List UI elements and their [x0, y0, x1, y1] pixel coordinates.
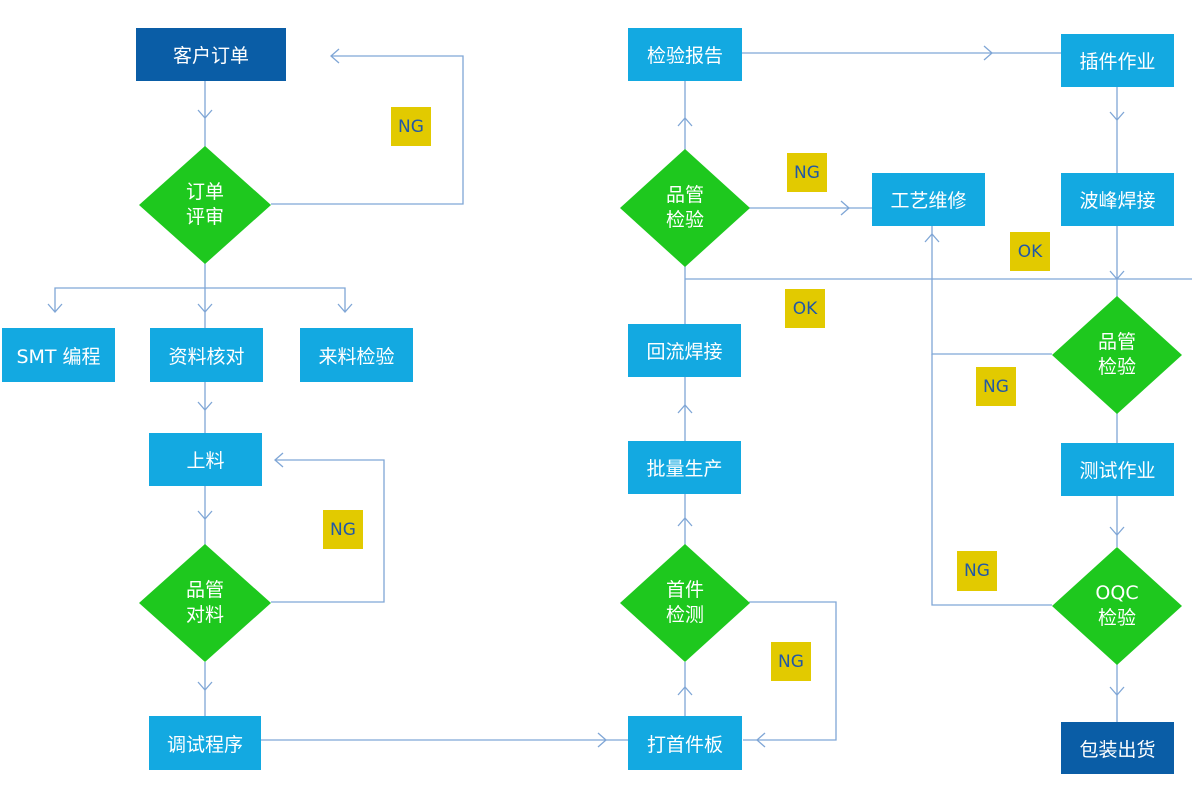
tag-ng-oqc: NG	[957, 551, 997, 591]
tag-ng-qc2: NG	[976, 367, 1016, 406]
diamond-shape	[1052, 547, 1182, 665]
arrowhead	[677, 517, 693, 527]
decision-qc-material-check: 品管 对料	[139, 544, 271, 662]
tag-ng-material-check: NG	[323, 510, 363, 549]
decision-label: 品管 检验	[1097, 331, 1136, 378]
node-loading: 上料	[149, 433, 262, 486]
diamond-shape	[620, 544, 750, 662]
arrowhead	[677, 117, 693, 127]
node-process-repair: 工艺维修	[872, 173, 985, 226]
decision-label: 品管 检验	[665, 184, 704, 231]
node-packing-shipping: 包装出货	[1061, 722, 1174, 774]
arrowhead	[337, 303, 353, 313]
arrowhead	[197, 401, 213, 411]
arrowhead	[1109, 686, 1125, 696]
decision-label: 订单 评审	[185, 181, 224, 228]
connector	[743, 601, 837, 741]
node-testing: 测试作业	[1061, 443, 1174, 496]
decision-label: 首件 检测	[665, 579, 704, 626]
node-first-board: 打首件板	[628, 716, 742, 770]
arrowhead	[924, 233, 940, 243]
arrowhead	[1109, 111, 1125, 121]
arrowhead	[597, 732, 607, 748]
decision-order-review: 订单 评审	[139, 146, 271, 264]
arrowhead	[197, 109, 213, 119]
arrowhead	[47, 303, 63, 313]
node-customer-order: 客户订单	[136, 28, 286, 81]
tag-ok-wave: OK	[1010, 232, 1050, 271]
connector	[931, 354, 1052, 606]
arrowhead	[197, 303, 213, 313]
diamond-shape	[139, 146, 271, 264]
decision-label: 品管 对料	[185, 579, 224, 626]
arrowhead	[330, 48, 340, 64]
decision-qc-inspection-2: 品管 检验	[1052, 296, 1182, 414]
node-smt-programming: SMT 编程	[2, 328, 115, 382]
node-inspection-report: 检验报告	[628, 28, 742, 81]
tag-ng-order-review: NG	[391, 107, 431, 146]
arrowhead	[197, 681, 213, 691]
node-data-check: 资料核对	[150, 328, 263, 382]
arrowhead	[983, 45, 993, 61]
arrowhead	[677, 404, 693, 414]
diamond-shape	[139, 544, 271, 662]
decision-qc-inspection-1: 品管 检验	[620, 149, 750, 267]
connector	[271, 55, 464, 205]
diamond-shape	[1052, 296, 1182, 414]
node-debug-program: 调试程序	[149, 716, 261, 770]
arrowhead	[840, 200, 850, 216]
node-insertion: 插件作业	[1061, 34, 1174, 87]
decision-first-article-test: 首件 检测	[620, 544, 750, 662]
node-mass-production: 批量生产	[628, 441, 741, 494]
decision-label: OQC 检验	[1095, 582, 1139, 629]
node-incoming-inspection: 来料检验	[300, 328, 413, 382]
node-wave-soldering: 波峰焊接	[1061, 173, 1174, 226]
decision-oqc-inspection: OQC 检验	[1052, 547, 1182, 665]
arrowhead	[677, 686, 693, 696]
connector	[54, 287, 346, 312]
arrowhead	[197, 510, 213, 520]
arrowhead	[1109, 526, 1125, 536]
tag-ng-qc1: NG	[787, 153, 827, 192]
arrowhead	[756, 732, 766, 748]
arrowhead	[274, 452, 284, 468]
diamond-shape	[620, 149, 750, 267]
tag-ok-qc1: OK	[785, 289, 825, 328]
connector	[271, 459, 385, 603]
node-reflow-soldering: 回流焊接	[628, 324, 741, 377]
tag-ng-first-article: NG	[771, 642, 811, 681]
